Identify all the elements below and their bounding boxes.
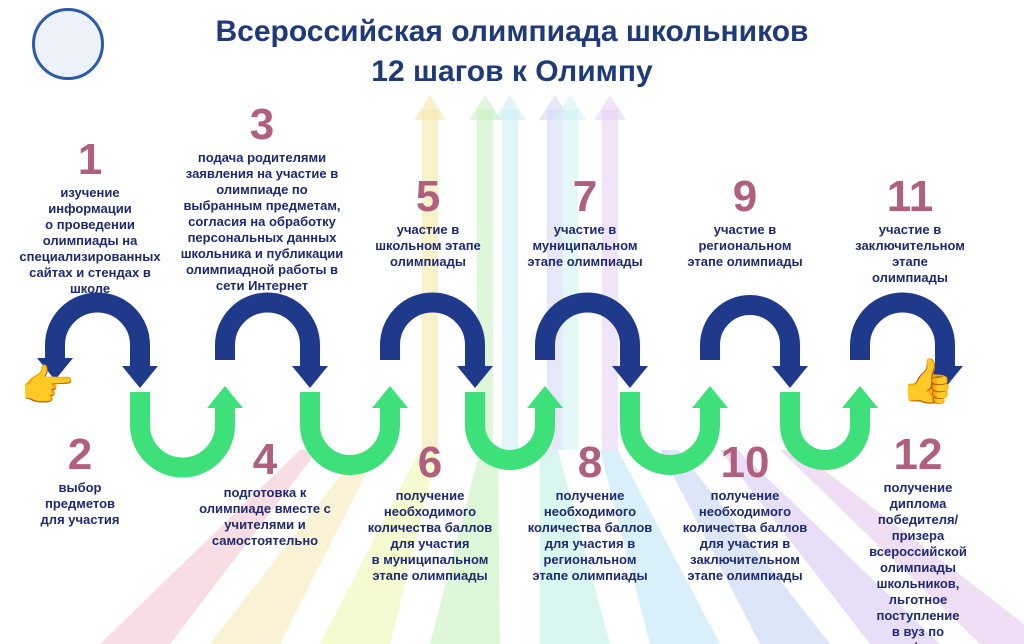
rising-arrow-head — [494, 95, 526, 120]
arrow-down-icon — [612, 366, 648, 388]
arrow-down-icon — [927, 366, 963, 388]
green-arch — [465, 392, 555, 470]
arrow-down-icon — [122, 366, 158, 388]
step-number: 8 — [577, 438, 603, 487]
step-text: получение диплома победителя/ призера вс… — [869, 480, 967, 644]
arrow-up-icon — [692, 386, 728, 408]
blue-arch — [700, 295, 800, 368]
blue-arch — [535, 292, 640, 368]
olympiad-logo — [32, 8, 104, 80]
light-ray — [660, 450, 830, 644]
arrow-up-icon — [372, 386, 408, 408]
green-arch — [780, 392, 870, 470]
arrow-up-icon — [842, 386, 878, 408]
step-text: участие в заключительном этапе олимпиады — [855, 222, 965, 285]
step-number: 5 — [415, 172, 441, 221]
rising-arrow-head — [554, 95, 586, 120]
blue-arch — [380, 292, 485, 368]
step-text: подготовка к олимпиаде вместе с учителям… — [199, 485, 331, 548]
green-arch — [620, 392, 720, 475]
rising-arrow — [547, 110, 563, 450]
light-ray — [210, 450, 378, 644]
step-number: 7 — [572, 172, 598, 221]
light-ray — [100, 450, 318, 644]
thumbs-up-icon: 👍 — [900, 357, 955, 406]
light-ray — [320, 450, 438, 644]
rising-arrow-head — [414, 95, 446, 120]
blue-arch — [850, 292, 955, 368]
step-text: получение необходимого количества баллов… — [367, 488, 493, 583]
step-text: выбор предметов для участия — [40, 480, 120, 527]
step-number: 11 — [886, 172, 934, 221]
step-text: получение необходимого количества баллов… — [682, 488, 808, 583]
light-ray — [430, 450, 500, 644]
step-text: получение необходимого количества баллов… — [527, 488, 653, 583]
step-number: 12 — [893, 430, 943, 479]
step-text: изучение информации о проведении олимпиа… — [19, 185, 161, 296]
step-text: участие в муниципальном этапе олимпиады — [527, 222, 643, 269]
arrow-down-icon — [292, 366, 328, 388]
green-arch — [300, 392, 400, 475]
light-ray — [600, 450, 720, 644]
rising-arrow — [502, 110, 518, 450]
light-ray — [540, 450, 610, 644]
step-number: 10 — [720, 438, 770, 487]
blue-arch — [215, 292, 320, 368]
page-title: Всероссийская олимпиада школьников — [215, 15, 809, 48]
step-number: 6 — [417, 438, 443, 487]
rising-arrow-head — [594, 95, 626, 120]
arrow-down-icon — [457, 366, 493, 388]
step-text: участие в региональном этапе олимпиады — [687, 222, 803, 269]
pointing-hand-icon: 👉 — [20, 362, 75, 411]
blue-arch — [45, 292, 150, 368]
green-arch — [130, 392, 235, 478]
step-number: 2 — [67, 430, 93, 479]
step-text: участие в школьном этапе олимпиады — [375, 222, 481, 269]
rising-arrow — [602, 110, 618, 450]
step-number: 3 — [249, 100, 275, 149]
light-ray — [720, 450, 940, 644]
light-ray — [780, 450, 1024, 644]
page-subtitle: 12 шагов к Олимпу — [371, 55, 653, 88]
step-number: 9 — [732, 172, 758, 221]
arrow-down-icon — [37, 358, 73, 380]
step-number: 4 — [252, 435, 278, 484]
step-number: 1 — [77, 135, 103, 184]
rising-arrow — [422, 110, 438, 450]
rising-arrow-head — [469, 95, 501, 120]
arrow-up-icon — [527, 386, 563, 408]
arrow-down-icon — [772, 366, 808, 388]
step-text: подача родителями заявления на участие в… — [180, 150, 344, 293]
rising-arrow — [562, 110, 578, 450]
arrow-up-icon — [207, 386, 243, 408]
